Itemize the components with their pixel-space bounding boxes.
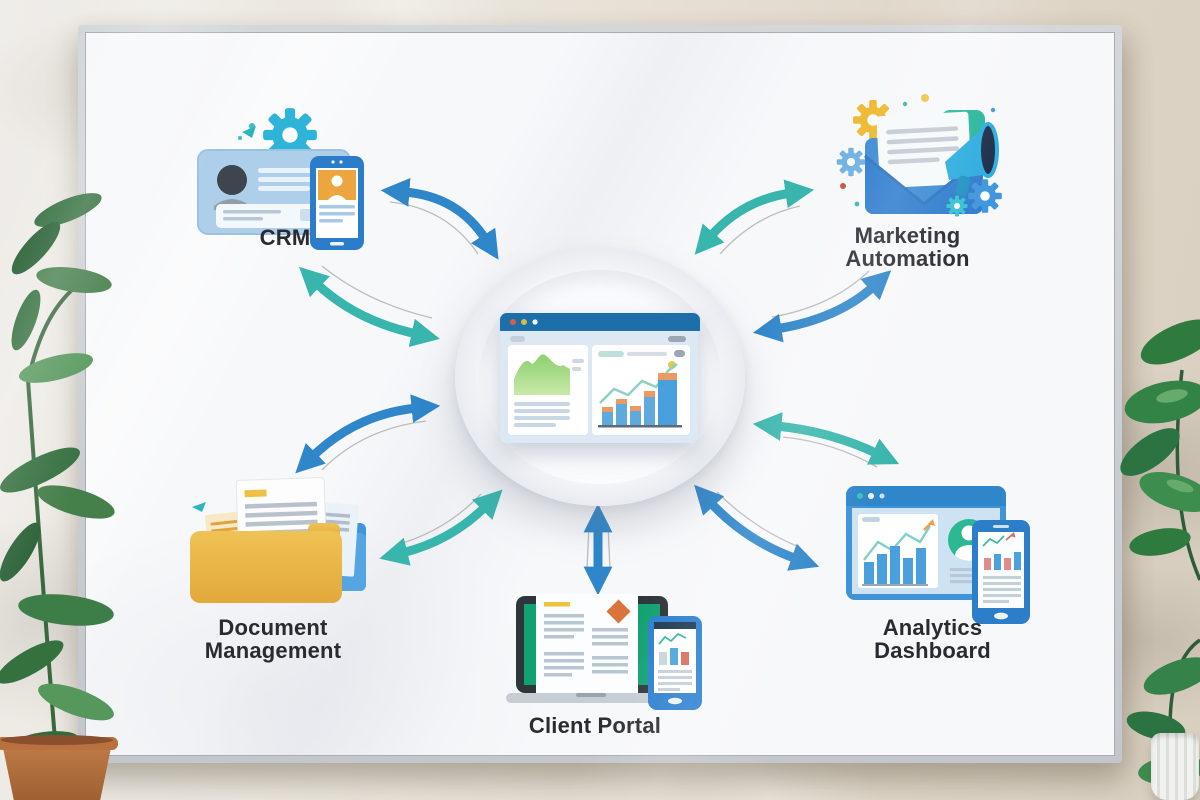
send-icon [192, 502, 206, 512]
tablet-icon [972, 520, 1030, 624]
contact-card-gear-phone-icon [197, 108, 364, 250]
central-dashboard-hub [455, 248, 745, 506]
megaphone-icon [945, 122, 999, 197]
smartphone-icon [648, 616, 702, 710]
left-plant [0, 193, 115, 800]
envelope-megaphone-gears-icon [836, 94, 1002, 217]
node-label-document-management: Document Management [204, 615, 342, 664]
hub-inner-ring [479, 270, 721, 484]
avatar [217, 165, 247, 195]
node-label-crm: CRM [259, 225, 311, 250]
right-plant [1120, 319, 1200, 785]
folder-with-documents-icon [190, 477, 366, 603]
analytics-browser-window-icon [500, 313, 700, 443]
yellow-folder-icon [190, 523, 342, 603]
node-label-marketing-automation: Marketing Automation [845, 223, 970, 272]
node-label-analytics-dashboard: Analytics Dashboard [874, 615, 991, 664]
laptop-and-smartphone-icon [506, 594, 702, 710]
terracotta-pot [0, 735, 118, 800]
node-label-client-portal: Client Portal [528, 713, 662, 738]
gear-icon [968, 179, 1002, 213]
gear-icon [836, 147, 866, 177]
white-vase [1151, 733, 1199, 800]
gear-icon [946, 195, 968, 217]
smartphone-icon [310, 156, 364, 250]
laptop-icon [506, 594, 678, 703]
send-icon [242, 126, 256, 138]
dashboard-screen-tablet-icon [846, 486, 1030, 624]
